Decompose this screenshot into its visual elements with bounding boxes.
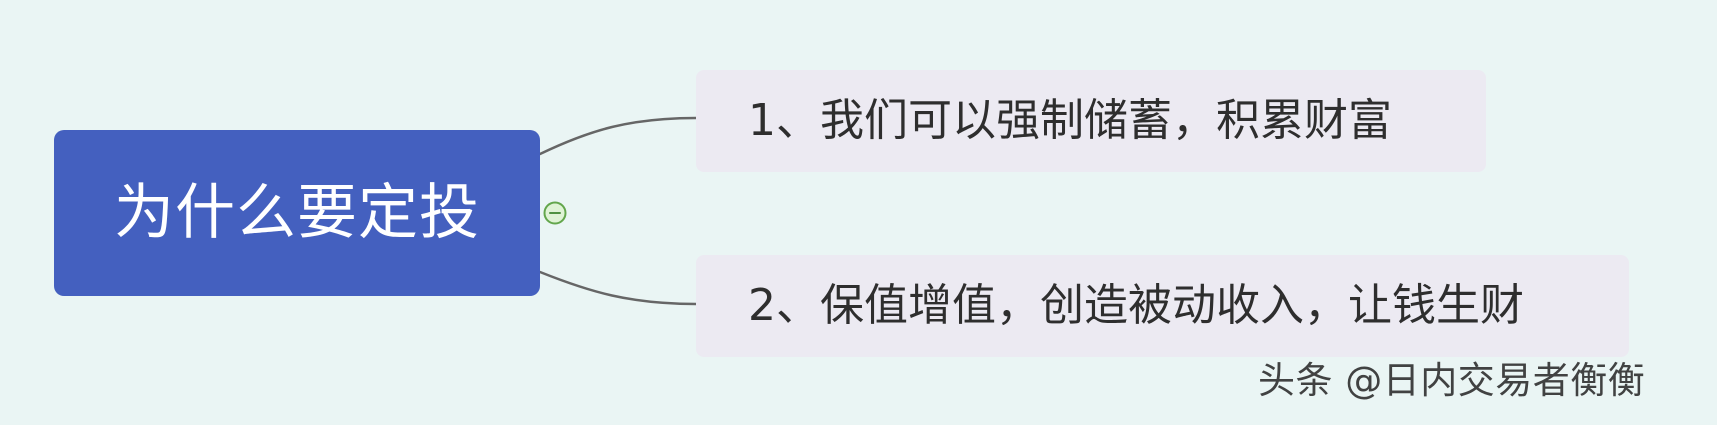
collapse-toggle-button[interactable] <box>543 201 567 225</box>
branch-node-1-label: 1、我们可以强制储蓄，积累财富 <box>748 95 1392 146</box>
minus-circle-icon <box>543 201 567 225</box>
watermark-text: 头条 @日内交易者衡衡 <box>1258 359 1646 402</box>
connector-to-branch-2 <box>538 270 698 306</box>
root-node[interactable]: 为什么要定投 <box>54 130 540 296</box>
connector-to-branch-1 <box>538 116 698 156</box>
branch-node-2-label: 2、保值增值，创造被动收入，让钱生财 <box>748 280 1524 331</box>
branch-node-1[interactable]: 1、我们可以强制储蓄，积累财富 <box>696 70 1486 172</box>
root-node-label: 为什么要定投 <box>114 178 480 248</box>
branch-node-2[interactable]: 2、保值增值，创造被动收入，让钱生财 <box>696 255 1629 357</box>
